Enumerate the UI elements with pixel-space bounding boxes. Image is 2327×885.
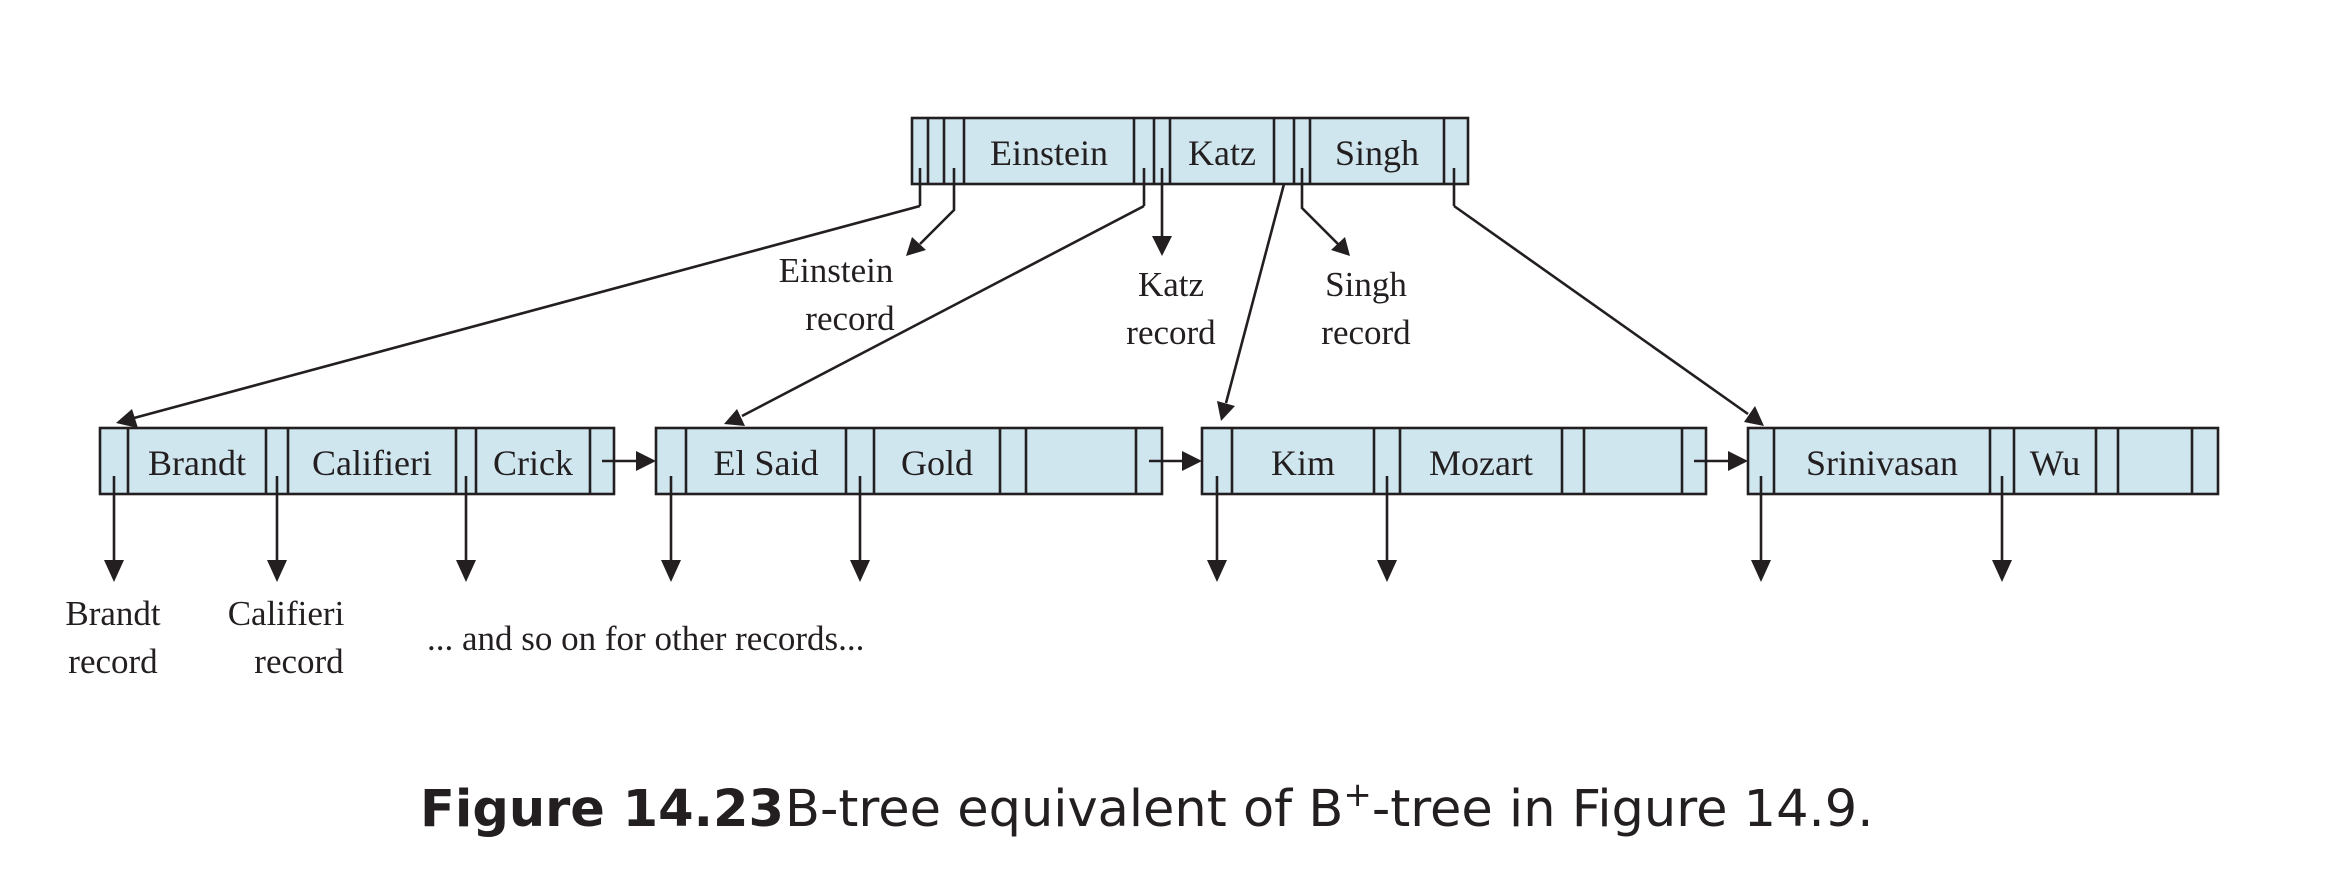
katz-record-label-line1: Katz — [1138, 265, 1204, 304]
einstein-record-label-line1: Einstein — [779, 251, 894, 290]
root-child-pointers — [116, 183, 1764, 428]
leaf1-key-1: Brandt — [148, 443, 246, 483]
leaf1-key-3: Crick — [493, 443, 573, 483]
leaf3-key-2: Mozart — [1429, 443, 1533, 483]
leaf-node-4: Srinivasan Wu — [1746, 426, 2220, 496]
leaf-node-3: Kim Mozart — [1200, 426, 1708, 496]
other-records-note: ... and so on for other records... — [427, 619, 864, 658]
record-labels: Einstein record Katz record Singh record… — [65, 251, 1411, 681]
sibling-pointers — [602, 451, 1748, 471]
califieri-record-label-line2: record — [254, 642, 344, 681]
figure-caption: Figure 14.23 B-tree equivalent of B+-tre… — [420, 775, 1873, 839]
caption-text: B-tree equivalent of B+-tree in Figure 1… — [785, 775, 1873, 839]
caption-superscript: + — [1343, 775, 1372, 815]
root-key-2: Katz — [1188, 133, 1256, 173]
leaf1-key-2: Califieri — [312, 443, 432, 483]
caption-text-before: B-tree equivalent of B — [785, 780, 1343, 839]
root-key-1: Einstein — [990, 133, 1108, 173]
root-record-pointers — [906, 168, 1456, 256]
leaf-record-pointers — [104, 476, 2012, 582]
leaf-node-1: Brandt Califieri Crick — [98, 426, 616, 496]
root-key-3: Singh — [1335, 133, 1419, 173]
caption-text-after: -tree in Figure 14.9. — [1372, 780, 1874, 839]
root-node: Einstein Katz Singh — [910, 116, 1470, 186]
leaf4-key-1: Srinivasan — [1806, 443, 1958, 483]
leaf2-key-2: Gold — [901, 443, 973, 483]
brandt-record-label-line2: record — [68, 642, 158, 681]
califieri-record-label-line1: Califieri — [228, 594, 345, 633]
leaf4-key-2: Wu — [2030, 443, 2081, 483]
einstein-record-label-line2: record — [805, 299, 895, 338]
singh-record-label-line1: Singh — [1325, 265, 1407, 304]
leaf2-key-1: El Said — [714, 443, 819, 483]
brandt-record-label-line1: Brandt — [65, 594, 161, 633]
leaf-node-2: El Said Gold — [654, 426, 1164, 496]
singh-record-label-line2: record — [1321, 313, 1411, 352]
caption-number: Figure 14.23 — [420, 780, 784, 839]
leaf3-key-1: Kim — [1271, 443, 1335, 483]
katz-record-label-line2: record — [1126, 313, 1216, 352]
